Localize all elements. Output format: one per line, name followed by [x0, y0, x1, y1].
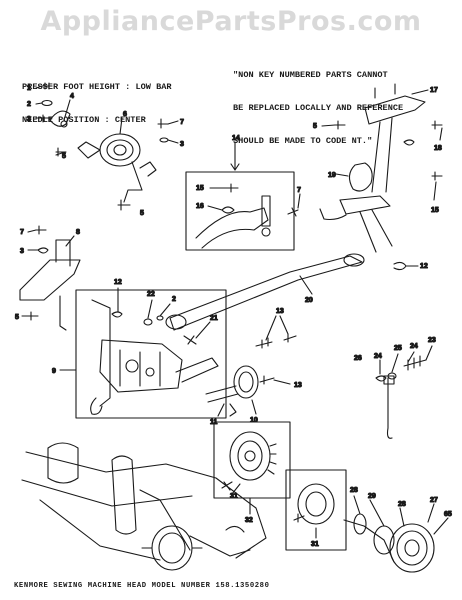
callout-18: 18 [434, 145, 442, 152]
callout-2: 2 [172, 296, 176, 303]
callout-6: 6 [123, 111, 127, 118]
callout-12: 12 [114, 279, 122, 286]
callout-1: 1 [27, 85, 31, 92]
callout-15: 15 [431, 207, 439, 214]
callout-31: 31 [230, 493, 238, 500]
non-key-parts-note: "NON KEY NUMBERED PARTS CANNOT BE REPLAC… [233, 48, 403, 169]
screw-pair-center [157, 118, 179, 144]
feed-cam-10 [205, 365, 259, 417]
callout-15: 15 [196, 185, 204, 192]
callout-27: 27 [430, 497, 438, 504]
callout-24: 24 [374, 353, 382, 360]
callout-13: 13 [276, 308, 284, 315]
callout-10: 10 [250, 417, 258, 424]
callout-28: 28 [350, 487, 358, 494]
callout-20: 20 [305, 297, 313, 304]
callout-24: 24 [410, 343, 418, 350]
callout-29: 29 [368, 493, 376, 500]
note-line: SHOULD BE MADE TO CODE NT." [233, 136, 373, 146]
callout-32: 32 [245, 517, 253, 524]
callout-2: 2 [27, 101, 31, 108]
callout-8: 8 [76, 229, 80, 236]
callout-23: 23 [428, 337, 436, 344]
machine-base-assembly [21, 442, 267, 571]
tension-assembly [77, 117, 157, 211]
callout-31: 31 [311, 541, 319, 548]
model-number-footer: KENMORE SEWING MACHINE HEAD MODEL NUMBER… [14, 582, 270, 590]
screw-7-box [287, 193, 301, 217]
callout-5: 5 [140, 210, 144, 217]
callout-12: 12 [420, 263, 428, 270]
callout-11: 11 [210, 419, 218, 426]
bracket-8 [19, 225, 81, 331]
note-line: NEEDLE POSITION : CENTER [22, 115, 146, 125]
watermark-logo: AppliancePartsPros.com [40, 6, 422, 37]
presser-bar-frame-9 [59, 289, 227, 419]
clip-12-left [111, 287, 123, 318]
callout-9: 9 [52, 368, 56, 375]
note-line: "NON KEY NUMBERED PARTS CANNOT [233, 70, 388, 80]
callout-7: 7 [297, 187, 301, 194]
screws-13 [255, 315, 297, 385]
callout-13: 13 [294, 382, 302, 389]
connecting-rod-20 [165, 253, 419, 331]
presser-foot-note: PRESSER FOOT HEIGHT : LOW BAR NEEDLE POS… [22, 60, 172, 148]
callout-4: 4 [70, 93, 74, 100]
handwheel-assembly [343, 495, 449, 573]
callout-5: 5 [15, 314, 19, 321]
needle-bar-assembly [319, 83, 443, 253]
callout-3: 3 [27, 116, 31, 123]
callout-65: 65 [444, 511, 452, 518]
callout-5: 5 [62, 153, 66, 160]
callout-7: 7 [180, 119, 184, 126]
callout-25: 25 [394, 345, 402, 352]
callout-3: 3 [20, 248, 24, 255]
callout-28: 28 [398, 501, 406, 508]
note-line: BE REPLACED LOCALLY AND REFERENCE [233, 103, 404, 113]
callout-17: 17 [430, 87, 438, 94]
callout-21: 21 [210, 315, 218, 322]
callout-16: 16 [196, 203, 204, 210]
callout-26: 26 [354, 355, 362, 362]
callout-19: 19 [328, 172, 336, 179]
callout-3: 3 [180, 141, 184, 148]
link-hardware [143, 299, 211, 345]
callout-14: 14 [232, 135, 240, 142]
thread-guide-parts [375, 345, 433, 439]
callout-22: 22 [147, 291, 155, 298]
note-line: PRESSER FOOT HEIGHT : LOW BAR [22, 82, 172, 92]
screw-stack-top-left [35, 82, 71, 157]
callout-box-32 [213, 421, 291, 515]
callout-5: 5 [313, 123, 317, 130]
callout-7: 7 [20, 229, 24, 236]
callout-box-31 [285, 469, 347, 551]
